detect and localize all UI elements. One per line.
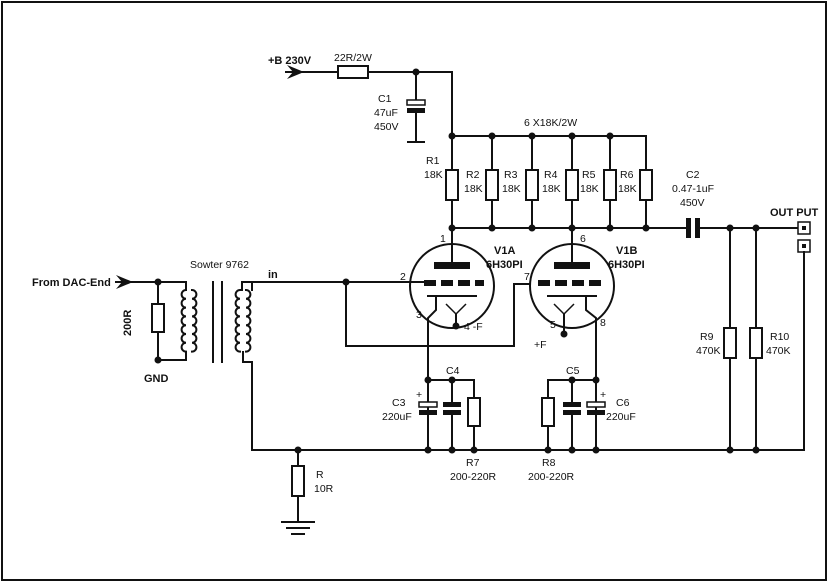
label-v1b-name: V1B: [616, 245, 637, 257]
resistor-r1: [445, 169, 459, 201]
resistor-r-ground: [291, 465, 305, 497]
tube-v1a: [409, 227, 495, 451]
label-pin1: 1: [440, 233, 446, 245]
capacitor-c3: [418, 401, 438, 408]
label-output: OUT PUT: [770, 207, 819, 219]
label-pin4: 4 -F: [464, 321, 483, 333]
label-r7-name: R7: [466, 457, 480, 469]
label-v1a-type: 6H30PI: [486, 259, 523, 271]
resistor-r4: [565, 169, 579, 201]
cathode-network-v1a: [418, 376, 481, 454]
resistor-r7: [467, 397, 481, 427]
label-pin2: 2: [400, 271, 406, 283]
label-pin7: 7: [524, 271, 530, 283]
input-arrow-icon: [116, 275, 133, 289]
transformer-secondary: [234, 288, 242, 353]
cathode-network-v1b: [541, 376, 606, 454]
label-supply: +B 230V: [268, 55, 312, 67]
ground-symbol-icon: [281, 521, 315, 535]
tube-v1b: [529, 227, 615, 451]
labels: +B 230V 22R/2W C1 47uF 450V 6 X18K/2W R1…: [32, 52, 819, 495]
label-r6-value: 18K: [618, 183, 637, 195]
label-c1-voltage: 450V: [374, 121, 399, 133]
resistor-r2: [485, 169, 499, 201]
resistor-r6: [639, 169, 653, 201]
label-c3-name: C3: [392, 397, 406, 409]
resistor-r10: [749, 327, 763, 359]
label-pin6: 6: [580, 233, 586, 245]
capacitor-c5: [563, 402, 581, 407]
label-c6-plus: +: [600, 389, 606, 401]
label-r-ground-value: 10R: [314, 483, 334, 495]
label-v1b-type: 6H30PI: [608, 259, 645, 271]
supply-section: [285, 65, 456, 143]
label-c6-value: 220uF: [606, 411, 636, 423]
label-input-resistor: 200R: [122, 310, 134, 336]
label-r5-name: R5: [582, 169, 596, 181]
label-r2-value: 18K: [464, 183, 483, 195]
label-r5-value: 18K: [580, 183, 599, 195]
resistor-r8: [541, 397, 555, 427]
label-r3-name: R3: [504, 169, 518, 181]
label-r2-name: R2: [466, 169, 480, 181]
label-pin3: 3: [416, 309, 422, 321]
label-r9-name: R9: [700, 331, 714, 343]
label-c1-value: 47uF: [374, 107, 398, 119]
transformer-core: [212, 281, 223, 363]
label-c2-value: 0.47-1uF: [672, 183, 714, 195]
label-v1a-name: V1A: [494, 245, 515, 257]
label-r-supply: 22R/2W: [334, 52, 372, 64]
label-r4-name: R4: [544, 169, 558, 181]
output-section: [645, 218, 811, 454]
transformer-primary: [180, 288, 188, 353]
label-r3-value: 18K: [502, 183, 521, 195]
label-r9-value: 470K: [696, 345, 721, 357]
tube-v1a-plate: [434, 262, 470, 269]
resistor-r9: [723, 327, 737, 359]
label-transformer-in: in: [268, 269, 278, 281]
capacitor-c4: [443, 402, 461, 407]
label-r7-value: 200-220R: [450, 471, 497, 483]
label-r4-value: 18K: [542, 183, 561, 195]
resistor-r3: [525, 169, 539, 201]
ground-bus: [251, 446, 805, 535]
label-c1-name: C1: [378, 93, 392, 105]
label-r6-name: R6: [620, 169, 634, 181]
label-r-ground-name: R: [316, 469, 324, 481]
capacitor-c1: [406, 99, 426, 106]
label-r10-name: R10: [770, 331, 789, 343]
label-input: From DAC-End: [32, 277, 111, 289]
resistor-bank: [445, 132, 663, 232]
label-r10-value: 470K: [766, 345, 791, 357]
capacitor-c6: [586, 401, 606, 408]
label-c4-name: C4: [446, 365, 460, 377]
resistor-22r: [337, 65, 369, 79]
label-r8-value: 200-220R: [528, 471, 575, 483]
label-c5-name: C5: [566, 365, 580, 377]
input-section: [115, 275, 537, 451]
resistor-200r: [151, 303, 165, 333]
label-r8-name: R8: [542, 457, 556, 469]
label-resistor-bank: 6 X18K/2W: [524, 117, 577, 129]
label-transformer: Sowter 9762: [190, 259, 249, 271]
label-pin5: 5: [550, 319, 556, 331]
label-pin8: 8: [600, 317, 606, 329]
label-gnd: GND: [144, 373, 169, 385]
label-r1-name: R1: [426, 155, 440, 167]
label-plus-f: +F: [534, 339, 547, 351]
label-c2-name: C2: [686, 169, 700, 181]
label-c3-value: 220uF: [382, 411, 412, 423]
resistor-r5: [603, 169, 617, 201]
tube-v1b-plate: [554, 262, 590, 269]
label-c6-name: C6: [616, 397, 630, 409]
label-r1-value: 18K: [424, 169, 443, 181]
supply-arrow-icon: [287, 65, 304, 79]
label-c3-plus: +: [416, 389, 422, 401]
label-c2-voltage: 450V: [680, 197, 705, 209]
capacitor-c2: [686, 218, 691, 238]
